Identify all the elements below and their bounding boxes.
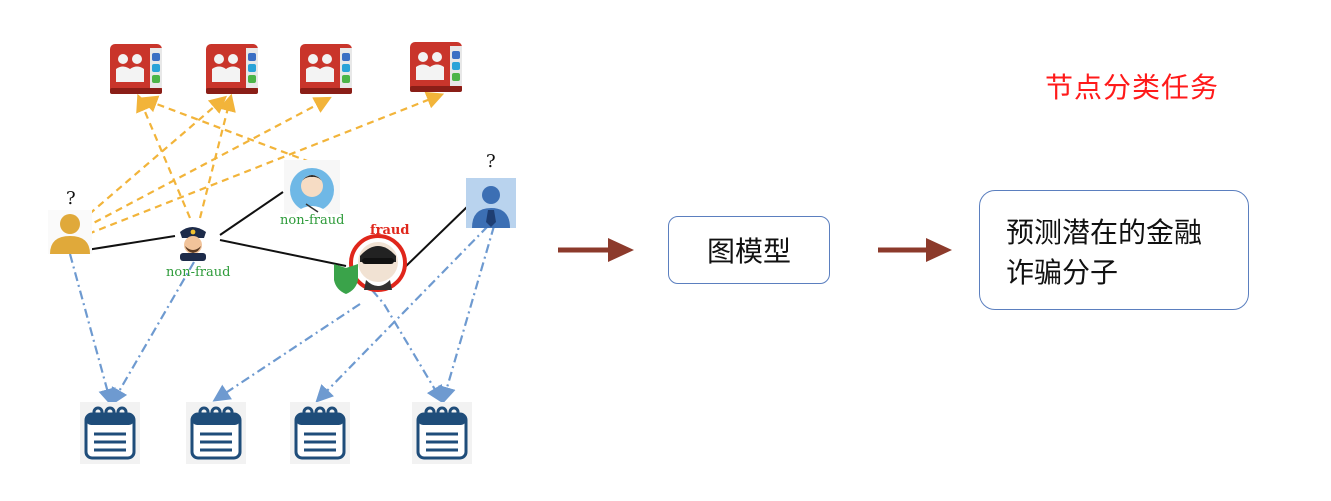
thief-icon — [334, 234, 407, 294]
arrow-to-prediction — [878, 238, 952, 262]
arrow-to-model — [558, 238, 634, 262]
edge-doctor-book1 — [139, 95, 311, 164]
graph-model-box: 图模型 — [668, 216, 830, 284]
edge-user-notepad1 — [68, 253, 116, 407]
contact-edges — [79, 91, 445, 236]
edge-police-book1 — [136, 93, 192, 219]
doctor-icon — [284, 160, 340, 214]
graph-model-label: 图模型 — [706, 235, 791, 268]
non-fraud-label: non-fraud — [166, 265, 230, 280]
unknown-mark: ? — [486, 151, 496, 172]
edge-thief-notepad4 — [371, 289, 444, 404]
edge-police-doctor — [219, 191, 284, 236]
notepad-icon — [184, 400, 248, 466]
task-title: 节点分类任务 — [1045, 71, 1220, 104]
contact-book-icon — [110, 44, 162, 94]
edge-user-book3 — [83, 96, 332, 229]
edge-police-thief — [219, 239, 347, 267]
contact-book-icon — [206, 44, 258, 94]
edge-thief-user — [403, 205, 469, 269]
edge-police-notepad1 — [110, 261, 195, 406]
edge-user2-notepad3 — [315, 225, 489, 403]
businessman-icon — [466, 178, 516, 228]
unknown-mark: ? — [66, 188, 76, 209]
prediction-box: 预测潜在的金融 诈骗分子 — [979, 190, 1249, 310]
police-officer-icon — [180, 227, 206, 261]
edge-user-book4 — [87, 91, 445, 236]
user-silhouette-icon — [48, 210, 92, 254]
notepad-icon — [288, 400, 352, 466]
fraud-label: fraud — [370, 223, 409, 238]
prediction-label-line1: 预测潜在的金融 — [1006, 216, 1203, 249]
notepad-icon — [410, 400, 474, 466]
contact-book-icon — [300, 44, 352, 94]
non-fraud-label: non-fraud — [280, 213, 344, 228]
notepad-icon — [78, 400, 142, 466]
prediction-label-line2: 诈骗分子 — [1006, 256, 1119, 289]
edge-thief-notepad2 — [212, 303, 361, 402]
contact-book-icon — [410, 42, 462, 92]
edge-user-book2 — [79, 95, 228, 223]
edge-user2-notepad4 — [438, 225, 496, 405]
record-edges — [68, 225, 496, 407]
